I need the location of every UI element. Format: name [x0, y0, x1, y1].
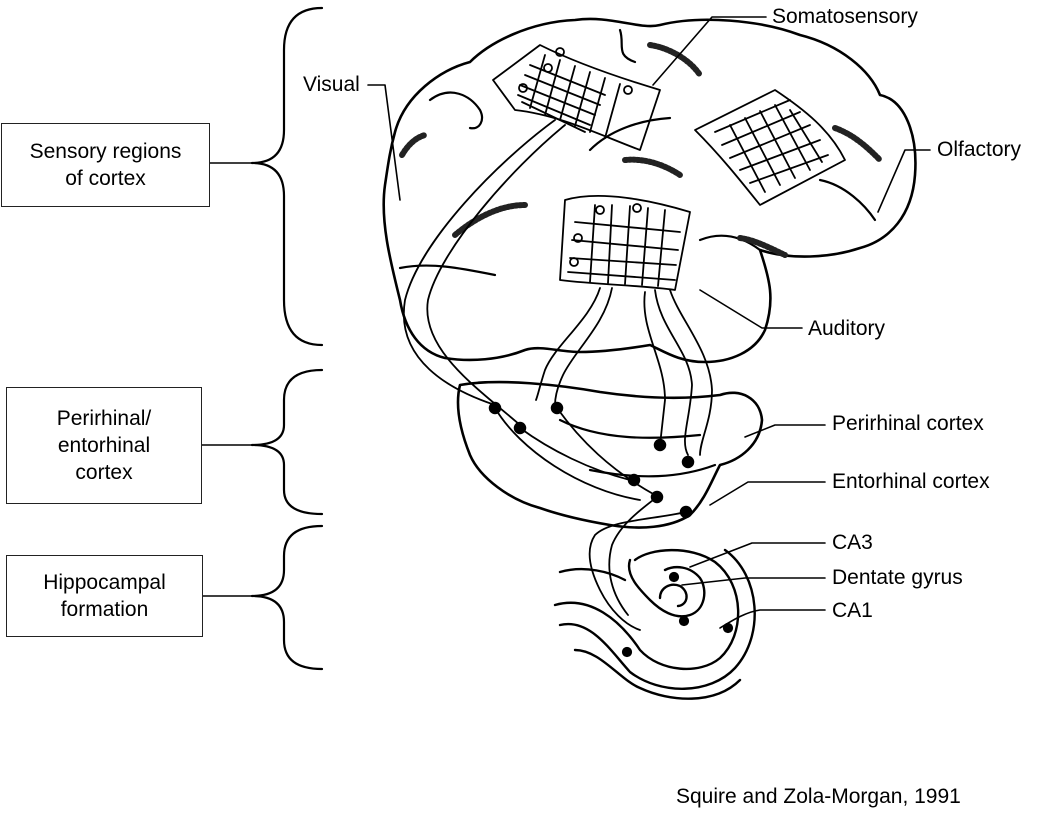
olfactory-patch: [694, 89, 846, 206]
leader-lines: [367, 16, 931, 629]
citation: Squire and Zola-Morgan, 1991: [676, 785, 961, 808]
label-somatosensory: Somatosensory: [772, 5, 918, 28]
perirhinal-entorhinal-body: [456, 380, 764, 529]
label-auditory: Auditory: [808, 317, 886, 340]
hippocampus-body: [553, 548, 756, 700]
brain-sulcus: [398, 264, 497, 277]
label-perirhinal-cortex: Perirhinal cortex: [832, 412, 984, 435]
brain-shading: [399, 42, 883, 258]
sensory-regions-box: Sensory regions of cortex: [1, 123, 210, 207]
brain-sulcus: [818, 178, 877, 222]
brace-hippocampal: [250, 524, 324, 671]
label-visual: Visual: [303, 73, 360, 96]
brain-sulcus: [618, 28, 637, 64]
brain-sulcus: [698, 234, 762, 252]
perirhinal-internal-paths: [494, 407, 687, 631]
brain-outline: [382, 17, 917, 364]
cortical-projection-paths: [402, 119, 713, 456]
auditory-patch: [559, 195, 691, 291]
perirhinal-entorhinal-box: Perirhinal/ entorhinal cortex: [6, 387, 202, 504]
brain-sulcus: [588, 116, 672, 152]
label-entorhinal-cortex: Entorhinal cortex: [832, 470, 990, 493]
label-dentate-gyrus: Dentate gyrus: [832, 566, 963, 589]
label-ca1: CA1: [832, 599, 873, 622]
entorhinal-boundary: [558, 418, 702, 439]
brace-perirhinal: [250, 368, 324, 516]
brace-sensory: [250, 6, 324, 347]
label-ca3: CA3: [832, 531, 873, 554]
brain-sulcus: [428, 91, 484, 130]
hippocampus-neurons: [621, 571, 734, 658]
hippocampal-formation-box: Hippocampal formation: [6, 555, 203, 637]
somatosensory-patch: [492, 44, 661, 151]
label-olfactory: Olfactory: [937, 138, 1022, 161]
